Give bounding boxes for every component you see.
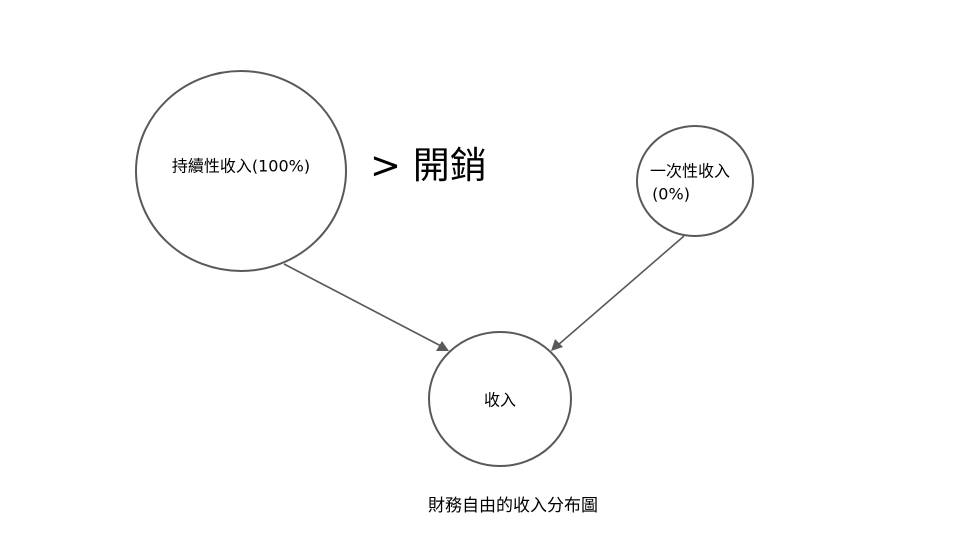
node-onetime-income-label-line2: (0%) (652, 185, 690, 204)
edge-onetime-to-income (551, 235, 685, 351)
node-income-label: 收入 (484, 391, 516, 410)
headline-text: > 開銷 (370, 144, 487, 187)
edge-sustained-to-income-line (283, 263, 442, 347)
edge-sustained-to-income (283, 263, 449, 351)
edge-onetime-to-income-line (557, 235, 685, 346)
node-onetime-income-circle (636, 125, 754, 237)
diagram-caption: 財務自由的收入分布圖 (428, 496, 598, 516)
node-onetime-income: 一次性收入 (0%) (636, 125, 754, 237)
edge-onetime-to-income-arrowhead (551, 339, 563, 351)
node-income-circle (428, 331, 572, 467)
node-sustained-income: 持續性收入(100%) (135, 70, 347, 272)
edge-sustained-to-income-arrowhead (436, 341, 449, 351)
node-income: 收入 (428, 331, 572, 467)
node-sustained-income-circle (135, 70, 347, 272)
node-onetime-income-label-line1: 一次性收入 (650, 162, 730, 181)
node-sustained-income-label: 持續性收入(100%) (172, 157, 310, 176)
